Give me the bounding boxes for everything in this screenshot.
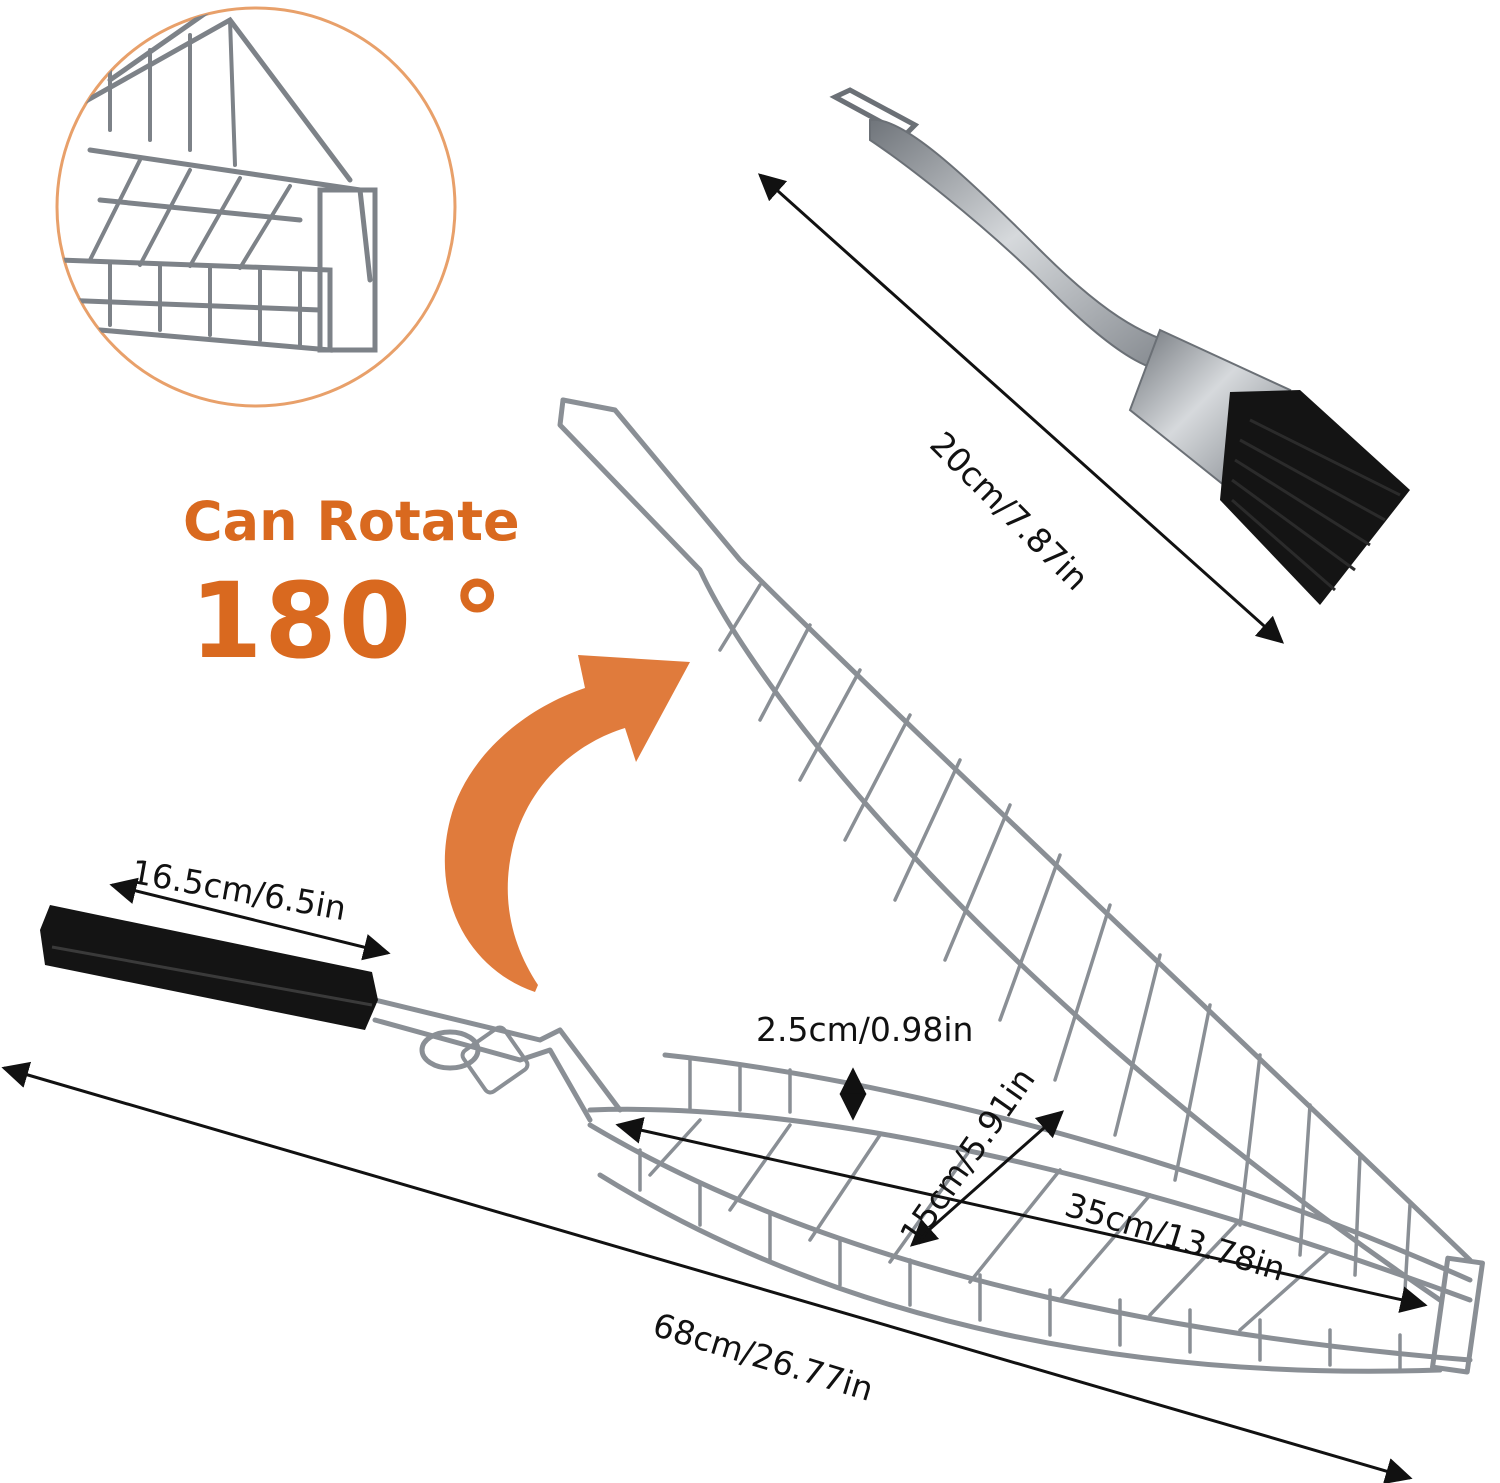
rotate-headline: Can Rotate (183, 490, 520, 553)
zoom-detail-circle (55, 6, 457, 408)
total-length-arrow (1, 1061, 1413, 1483)
rotate-arrow-icon (444, 655, 690, 992)
rotate-angle: 180 ° (190, 560, 506, 682)
basket-depth-label: 2.5cm/0.98in (756, 1010, 974, 1049)
dimension-arrows (1, 173, 1428, 1483)
brush-length-arrow (757, 173, 1285, 644)
handle-length-arrow (109, 877, 391, 961)
basting-brush (829, 87, 1410, 605)
